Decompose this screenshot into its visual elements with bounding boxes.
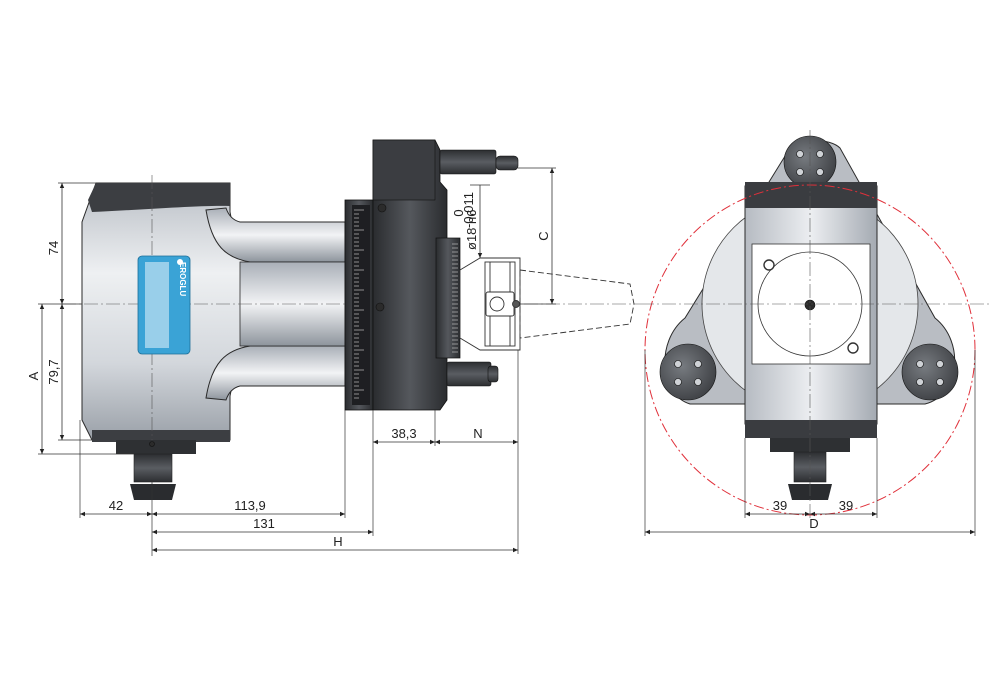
right-dimension-arrows	[645, 511, 975, 535]
dimension-arrow	[80, 511, 85, 517]
lug-bolt-icon	[936, 378, 944, 386]
dimension-arrow	[368, 529, 373, 535]
square-top-dark	[745, 182, 877, 208]
lug-left	[659, 343, 717, 401]
lug-right	[901, 343, 959, 401]
dimension-arrow	[59, 435, 65, 440]
lug-bolt-icon	[796, 168, 804, 176]
dimension-arrow	[645, 529, 650, 535]
dimension-arrow	[373, 439, 378, 445]
dimension-arrow	[970, 529, 975, 535]
base-stem	[133, 453, 173, 483]
dim-79-7-label: 79,7	[46, 359, 61, 384]
dim-42-label: 42	[109, 498, 123, 513]
dimension-arrow	[152, 511, 157, 517]
collar-scale	[452, 243, 458, 353]
dim-D-label: D	[809, 516, 818, 531]
dark-housing	[372, 139, 448, 411]
dimension-arrow	[872, 511, 877, 517]
label-plate: EROGLU	[137, 255, 191, 355]
square-bottom-dark	[745, 420, 877, 438]
front-collar	[435, 237, 461, 359]
tolerance-upper-label: 0	[451, 209, 466, 216]
dimension-arrow	[340, 511, 345, 517]
housing-top-block	[372, 139, 436, 201]
dimension-arrow	[59, 299, 65, 304]
dimension-arrow	[152, 529, 157, 535]
dim-74-label: 74	[46, 241, 61, 255]
dimension-arrow	[59, 304, 65, 309]
lug-bolt-icon	[694, 378, 702, 386]
dimension-arrow	[513, 439, 518, 445]
dimension-arrow	[59, 183, 65, 188]
face-screw-2-icon	[847, 342, 859, 354]
dim-C-label: C	[536, 231, 551, 240]
dim-39-left-label: 39	[773, 498, 787, 513]
dimension-lines	[38, 167, 556, 556]
bottom-pin-tip	[487, 365, 499, 383]
base-block	[116, 440, 196, 454]
dimension-arrow	[513, 547, 518, 553]
top-pin	[439, 149, 497, 175]
lug-bolt-icon	[694, 360, 702, 368]
dimension-arrow	[810, 511, 815, 517]
dimension-arrow	[430, 439, 435, 445]
face-screw-1-icon	[763, 259, 775, 271]
base-screw-icon	[149, 441, 155, 447]
dim-A-label: A	[26, 371, 41, 380]
dimension-arrows	[39, 168, 555, 553]
housing-screw-1-icon	[377, 203, 387, 213]
top-pin-tip	[495, 155, 519, 171]
brand-logo-icon	[177, 259, 183, 265]
dimension-arrow	[745, 511, 750, 517]
top-cap	[88, 183, 230, 212]
lug-bolts	[674, 150, 944, 386]
dimension-arrow	[147, 511, 152, 517]
dim-131-label: 131	[253, 516, 275, 531]
dim-H-label: H	[333, 534, 342, 549]
dim-113-9-label: 113,9	[234, 498, 266, 513]
lug-bolt-icon	[916, 378, 924, 386]
base-knob	[130, 484, 176, 500]
dim-39-right-label: 39	[839, 498, 853, 513]
dimension-arrow	[805, 511, 810, 517]
dimension-arrow	[39, 304, 45, 309]
lug-bolt-icon	[674, 360, 682, 368]
lug-bolt-icon	[674, 378, 682, 386]
dial-ring	[352, 205, 370, 405]
dim-38-3-label: 38,3	[391, 426, 416, 441]
bottom-edge	[92, 430, 230, 442]
dimension-arrow	[39, 449, 45, 454]
housing-screw-2-icon	[375, 302, 385, 312]
lug-bolt-icon	[916, 360, 924, 368]
dim-N-label: N	[473, 426, 482, 441]
lug-bolt-icon	[796, 150, 804, 158]
dimension-arrow	[549, 168, 555, 173]
lug-bolt-icon	[816, 150, 824, 158]
bottom-pin	[446, 361, 492, 387]
dimension-arrow	[435, 439, 440, 445]
lug-bolt-icon	[936, 360, 944, 368]
front-view: 39 39 D	[640, 130, 990, 536]
side-view: EROGLU	[26, 139, 640, 556]
shaft-diameter-label: ø18 h6	[464, 210, 479, 250]
lug-bolt-icon	[816, 168, 824, 176]
brand-text: EROGLU	[178, 262, 187, 296]
right-dimension-lines	[644, 350, 976, 536]
dial-scale	[354, 209, 364, 399]
tool-holder	[459, 257, 635, 351]
tolerance-lower-label: -0,011	[461, 192, 476, 228]
dimension-arrow	[152, 547, 157, 553]
dimension-arrow	[549, 299, 555, 304]
dimension-arrow	[477, 253, 483, 258]
